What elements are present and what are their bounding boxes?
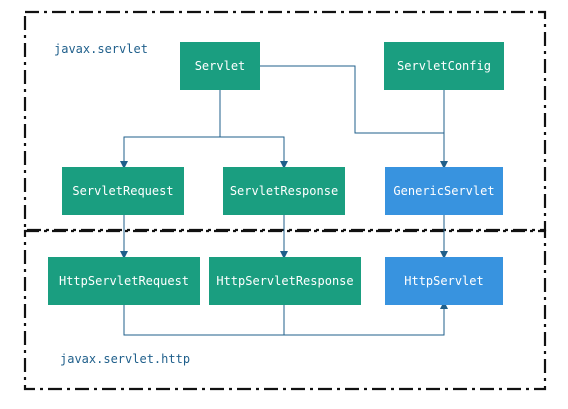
node-servlet: Servlet <box>180 42 260 90</box>
node-servlet-config: ServletConfig <box>384 42 504 90</box>
node-http-servlet: HttpServlet <box>385 257 503 305</box>
node-http-servlet-response: HttpServletResponse <box>209 257 361 305</box>
connector-servlet-to-servlet-response <box>220 136 288 169</box>
package-label-javax-servlet-http: javax.servlet.http <box>60 352 191 366</box>
package-boundary-javax-servlet-http <box>23 229 547 391</box>
connector-servlet-to-servlet-request <box>120 136 220 169</box>
node-http-servlet-request: HttpServletRequest <box>48 257 200 305</box>
connector-servlet-to-generic-servlet <box>260 65 448 169</box>
package-label-javax-servlet: javax.servlet <box>54 42 148 56</box>
node-generic-servlet: GenericServlet <box>385 167 503 215</box>
package-boundary-javax-servlet <box>23 10 547 232</box>
node-servlet-request: ServletRequest <box>62 167 184 215</box>
node-servlet-response: ServletResponse <box>223 167 345 215</box>
